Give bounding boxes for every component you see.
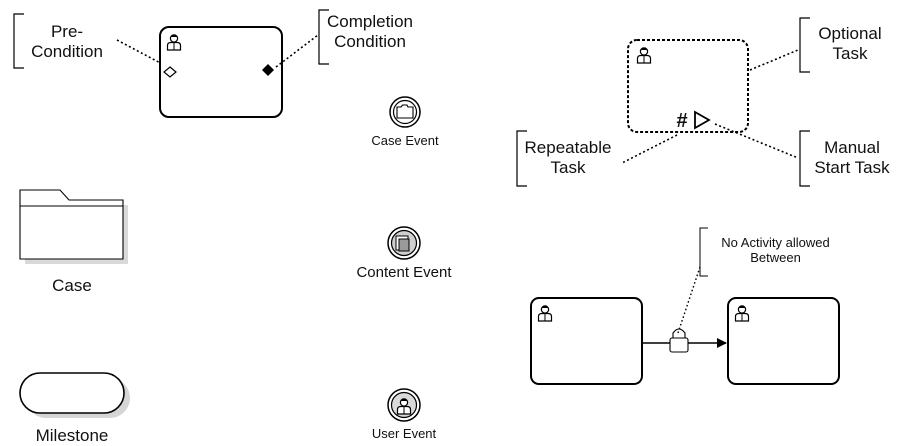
case-event-symbol[interactable] — [389, 96, 421, 128]
exit-criterion-diamond-icon — [262, 64, 274, 76]
folder-icon — [396, 104, 414, 119]
pre-condition-label: Pre- Condition — [31, 22, 103, 62]
case-label: Case — [52, 276, 92, 295]
content-event-symbol[interactable] — [387, 226, 421, 260]
pre-condition-bracket — [13, 13, 24, 69]
pre-condition-connector — [116, 39, 167, 67]
optional-task-bracket — [799, 17, 810, 73]
repeat-marker: # — [676, 110, 688, 132]
case-folder-shape[interactable] — [19, 189, 124, 260]
play-triangle-icon — [694, 110, 711, 130]
user-event-symbol[interactable] — [387, 388, 421, 422]
lock-icon — [669, 328, 689, 353]
milestone-shape[interactable] — [19, 372, 125, 414]
content-event-label: Content Event — [356, 264, 452, 281]
conditioned-task[interactable] — [159, 26, 283, 118]
case-event-label: Case Event — [371, 133, 439, 148]
no-activity-bracket — [699, 227, 708, 277]
milestone-label: Milestone — [35, 426, 109, 445]
repeatable-task-bracket — [516, 130, 527, 187]
manual-start-task-label: Manual Start Task — [814, 138, 890, 178]
entry-criterion-diamond-icon — [163, 66, 177, 78]
no-activity-label: No Activity allowed Between — [721, 235, 830, 266]
optional-task-label: Optional Task — [818, 24, 882, 64]
repeatable-task-label: Repeatable Task — [524, 138, 612, 178]
document-icon — [395, 235, 410, 252]
manual-start-bracket — [799, 130, 810, 187]
user-event-label: User Event — [371, 426, 437, 441]
completion-condition-label: Completion Condition — [327, 12, 413, 52]
target-task[interactable] — [727, 297, 840, 385]
manual-start-connector — [714, 123, 799, 159]
optional-task[interactable] — [627, 39, 749, 133]
completion-condition-bracket — [318, 9, 329, 65]
no-activity-connector — [677, 266, 701, 334]
repeatable-task-connector — [621, 134, 678, 164]
optional-task-connector — [749, 49, 799, 71]
source-task[interactable] — [530, 297, 643, 385]
